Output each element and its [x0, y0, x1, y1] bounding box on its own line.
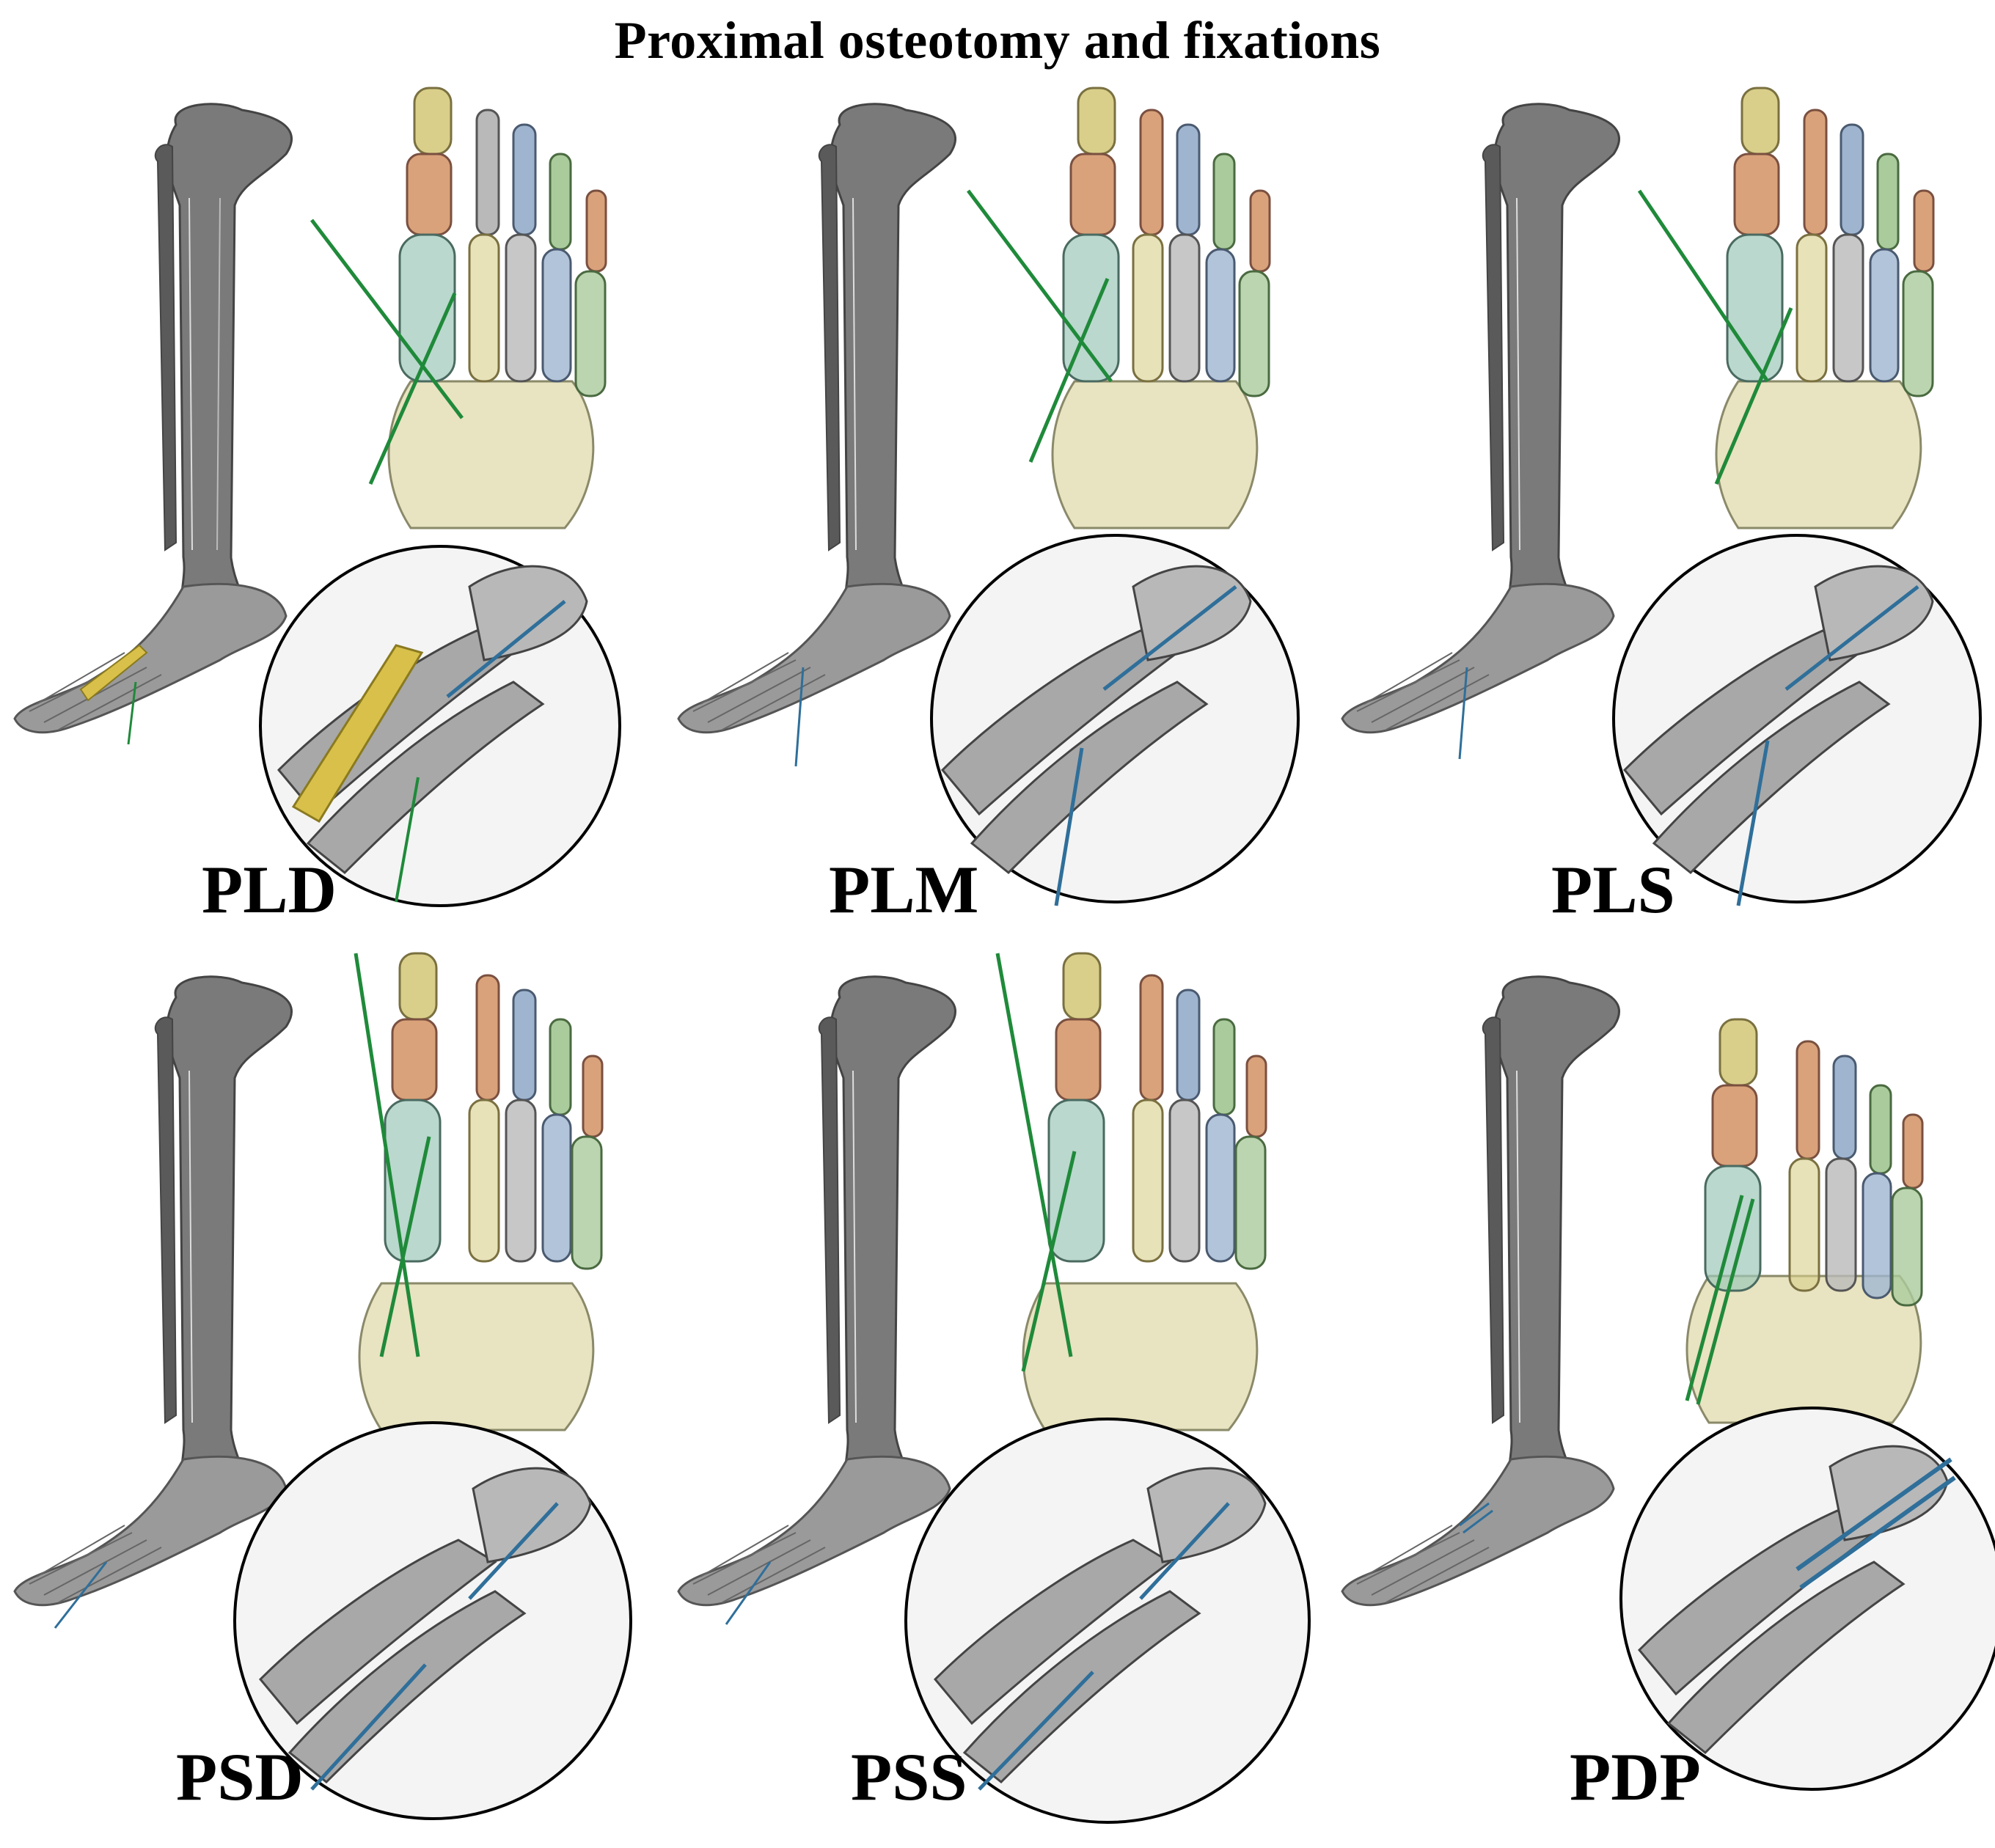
foot-lateral-illustration	[677, 582, 951, 767]
panel-pld: PLD	[0, 73, 664, 975]
tibia-fibula-illustration	[1482, 103, 1620, 632]
foot-dorsal-illustration	[310, 87, 607, 529]
zoom-inset	[1612, 534, 1982, 906]
foot-lateral-illustration	[1341, 1455, 1615, 1607]
foot-lateral-illustration	[677, 1455, 951, 1625]
figure-title: Proximal osteotomy and fixations	[614, 11, 1381, 70]
foot-dorsal-illustration	[354, 952, 604, 1431]
panel-illustration	[13, 952, 632, 1820]
panel-plm: PLM	[664, 73, 1328, 975]
panel-label: PSD	[176, 1739, 304, 1814]
foot-lateral-illustration	[1341, 582, 1615, 760]
zoom-inset	[233, 1421, 632, 1820]
panel-label: PSS	[851, 1739, 967, 1814]
panel-pss: PSS	[664, 946, 1328, 1848]
panel-illustration	[677, 87, 1300, 906]
panel-illustration	[1341, 975, 1995, 1791]
panel-illustration	[1341, 87, 1982, 906]
panel-psd: PSD	[0, 946, 664, 1848]
foot-lateral-illustration	[13, 1455, 288, 1629]
foot-dorsal-illustration	[1637, 87, 1935, 529]
foot-dorsal-illustration	[967, 87, 1271, 529]
panel-illustration	[677, 952, 1311, 1824]
tibia-fibula-illustration	[154, 103, 293, 632]
tibia-fibula-illustration	[1482, 975, 1620, 1505]
zoom-inset	[930, 534, 1300, 906]
tibia-fibula-illustration	[818, 975, 956, 1505]
zoom-inset	[1619, 1407, 1995, 1791]
panel-illustration	[13, 87, 621, 907]
zoom-inset	[904, 1418, 1311, 1824]
panel-label: PLD	[202, 852, 337, 927]
tibia-fibula-illustration	[818, 103, 956, 632]
panel-pdp: PDP	[1328, 946, 1995, 1848]
panel-label: PDP	[1570, 1739, 1701, 1814]
foot-lateral-illustration	[13, 582, 288, 745]
panel-label: PLM	[829, 852, 979, 927]
zoom-inset	[259, 545, 621, 907]
tibia-fibula-illustration	[154, 975, 293, 1505]
foot-dorsal-illustration	[995, 952, 1267, 1431]
panel-pls: PLS	[1328, 73, 1991, 975]
panel-label: PLS	[1551, 852, 1675, 927]
foot-dorsal-illustration	[1685, 1018, 1924, 1424]
